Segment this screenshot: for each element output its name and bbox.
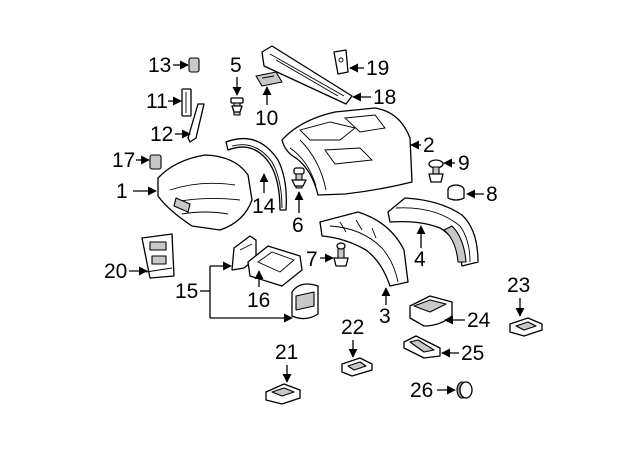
callout-8-label: 8 — [486, 183, 498, 206]
callout-26-label: 26 — [410, 379, 433, 402]
callout-23: 23 — [507, 274, 530, 317]
callout-11-label: 11 — [146, 90, 168, 113]
callout-7-label: 7 — [306, 248, 318, 271]
callout-3: 3 — [379, 287, 391, 328]
part-13-pad — [188, 57, 200, 73]
part-6-push-fastener — [291, 167, 307, 189]
part-4-outer-liner — [387, 197, 479, 267]
part-8-plug — [447, 184, 465, 201]
callout-6: 6 — [292, 191, 304, 237]
part-22-clip — [341, 357, 373, 377]
callout-19: 19 — [349, 57, 389, 80]
callout-5-label: 5 — [230, 54, 242, 77]
callout-24: 24 — [444, 309, 491, 332]
part-11-strip — [181, 88, 192, 117]
part-3-fender-liner — [319, 211, 409, 287]
callout-19-label: 19 — [366, 57, 389, 80]
callout-9: 9 — [443, 152, 470, 175]
part-25-retainer-strip — [403, 335, 441, 359]
part-14-arch-seal — [225, 138, 287, 211]
callout-18: 18 — [352, 86, 396, 109]
callout-17-label: 17 — [112, 149, 135, 172]
callout-2: 2 — [410, 134, 435, 157]
callout-11: 11 — [146, 90, 182, 113]
part-18-upper-rail — [261, 45, 353, 105]
callout-9-label: 9 — [458, 152, 470, 175]
part-5-push-fastener — [230, 97, 244, 116]
callout-1-label: 1 — [116, 180, 128, 203]
callout-8: 8 — [466, 183, 498, 206]
callout-20: 20 — [104, 260, 148, 283]
part-1-inner-cover — [157, 154, 253, 231]
callout-23-label: 23 — [507, 274, 530, 297]
callout-22-label: 22 — [341, 316, 364, 339]
callout-12: 12 — [150, 123, 191, 146]
callout-24-label: 24 — [467, 309, 491, 332]
callout-20-label: 20 — [104, 260, 127, 283]
callout-16: 16 — [247, 270, 270, 312]
callout-22: 22 — [341, 316, 364, 358]
part-17-pad — [149, 154, 162, 170]
callout-15-label: 15 — [175, 280, 198, 303]
part-26-cap — [456, 381, 473, 399]
callout-12-label: 12 — [150, 123, 173, 146]
callout-5: 5 — [230, 54, 242, 96]
callout-18-label: 18 — [373, 86, 396, 109]
callout-16-label: 16 — [247, 289, 270, 312]
part-19-bracket — [333, 49, 349, 75]
callout-4: 4 — [414, 225, 426, 271]
callout-10: 10 — [255, 86, 278, 130]
part-23-clip — [509, 317, 543, 337]
callout-21: 21 — [275, 341, 298, 383]
callout-15: 15 — [175, 261, 293, 323]
part-20-frame-bracket — [141, 233, 175, 279]
part-7-retainer — [333, 242, 349, 267]
callout-21-label: 21 — [275, 341, 298, 364]
part-9-retainer — [428, 159, 444, 183]
callout-14-label: 14 — [252, 195, 276, 218]
callout-1: 1 — [116, 180, 157, 203]
callout-2-label: 2 — [423, 134, 435, 157]
callout-14: 14 — [252, 173, 276, 218]
part-21-clip — [265, 383, 301, 405]
callout-17: 17 — [112, 149, 150, 172]
callout-25: 25 — [441, 342, 484, 365]
callout-7: 7 — [306, 248, 334, 271]
callout-25-label: 25 — [461, 342, 484, 365]
callout-3-label: 3 — [379, 305, 391, 328]
callout-4-label: 4 — [414, 248, 426, 271]
part-2-wheelhouse-panel — [281, 107, 413, 196]
callout-10-label: 10 — [255, 107, 278, 130]
callout-13-label: 13 — [148, 54, 171, 77]
callout-6-label: 6 — [292, 214, 304, 237]
callout-13: 13 — [148, 54, 189, 77]
callout-26: 26 — [410, 379, 456, 402]
part-10-bracket — [255, 71, 283, 87]
part-24-step-pad — [409, 295, 453, 327]
